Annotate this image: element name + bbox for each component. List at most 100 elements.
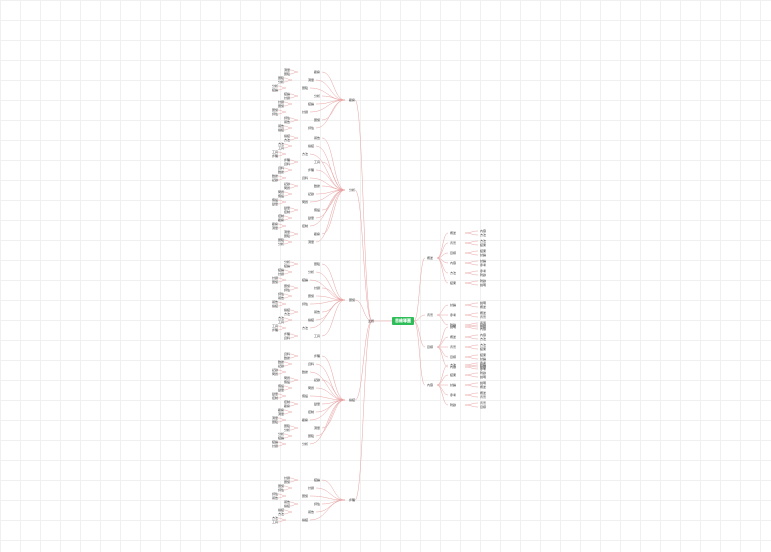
left-subleaf[interactable]: 報告 <box>271 496 278 500</box>
left-subleaf[interactable]: 實驗 <box>283 72 290 76</box>
left-leaf[interactable]: 報告 <box>313 136 320 140</box>
left-subleaf[interactable]: 步驟 <box>271 154 278 158</box>
left-leaf[interactable]: 變量 <box>313 402 320 406</box>
left-subleaf[interactable]: 實施 <box>271 280 278 284</box>
left-subleaf[interactable]: 方法 <box>271 516 278 520</box>
left-leaf[interactable]: 記錄 <box>313 378 320 382</box>
left-subleaf[interactable]: 實施 <box>283 284 290 288</box>
left-subleaf[interactable]: 報告 <box>283 120 290 124</box>
left-subleaf[interactable]: 測量 <box>283 68 290 72</box>
left-leaf[interactable]: 結論 <box>313 478 320 482</box>
left-subleaf[interactable]: 結論 <box>277 268 284 272</box>
left-leaf[interactable]: 評估 <box>313 502 320 506</box>
left-subleaf[interactable]: 結論 <box>283 92 290 96</box>
right-subleaf[interactable]: 說明 <box>480 381 487 385</box>
right-leaf[interactable]: 背景 <box>450 241 457 245</box>
left-subleaf[interactable]: 觀察 <box>271 222 278 226</box>
left-leaf[interactable]: 步驟 <box>313 354 320 358</box>
right-group-2[interactable]: 目標 <box>427 345 434 349</box>
left-subleaf[interactable]: 步驟 <box>271 328 278 332</box>
left-subleaf[interactable]: 實驗 <box>283 424 290 428</box>
left-subleaf[interactable]: 數據 <box>271 174 278 178</box>
left-subleaf[interactable]: 總結 <box>271 304 278 308</box>
left-leaf[interactable]: 數據 <box>313 184 320 188</box>
right-subleaf[interactable]: 概述 <box>480 311 487 315</box>
left-subleaf[interactable]: 控制 <box>283 400 290 404</box>
left-subleaf[interactable]: 評估 <box>277 488 284 492</box>
left-subleaf[interactable]: 結論 <box>271 440 278 444</box>
right-leaf[interactable]: 附錄 <box>450 403 457 407</box>
left-group-0[interactable]: 觀察 <box>348 98 355 102</box>
left-subleaf[interactable]: 工具 <box>271 520 278 524</box>
left-leaf[interactable]: 測量 <box>307 240 314 244</box>
left-subleaf[interactable]: 資料 <box>277 166 284 170</box>
left-subleaf[interactable]: 工具 <box>271 150 278 154</box>
left-subleaf[interactable]: 方法 <box>277 316 284 320</box>
left-leaf[interactable]: 控制 <box>301 224 308 228</box>
left-subleaf[interactable]: 結論 <box>283 264 290 268</box>
right-leaf[interactable]: 概述 <box>450 231 457 235</box>
right-subleaf[interactable]: 附錄 <box>480 273 487 277</box>
left-subleaf[interactable]: 評估 <box>283 116 290 120</box>
right-subleaf[interactable]: 內容 <box>480 333 487 337</box>
left-subleaf[interactable]: 問題 <box>283 186 290 190</box>
left-subleaf[interactable]: 分析 <box>271 84 278 88</box>
left-subleaf[interactable]: 分析 <box>277 432 284 436</box>
right-subleaf[interactable]: 概述 <box>480 305 487 309</box>
left-leaf[interactable]: 總結 <box>307 318 314 322</box>
left-leaf[interactable]: 變量 <box>307 216 314 220</box>
left-subleaf[interactable]: 工具 <box>277 320 284 324</box>
left-subleaf[interactable]: 觀察 <box>277 408 284 412</box>
left-subleaf[interactable]: 觀察 <box>277 218 284 222</box>
left-subleaf[interactable]: 實施 <box>271 108 278 112</box>
left-subleaf[interactable]: 總結 <box>283 308 290 312</box>
branch-left-main[interactable]: 主題 <box>367 319 374 323</box>
right-leaf[interactable]: 概述 <box>450 335 457 339</box>
right-subleaf[interactable]: 說明 <box>480 375 487 379</box>
left-subleaf[interactable]: 控制 <box>271 396 278 400</box>
left-subleaf[interactable]: 變量 <box>283 206 290 210</box>
root-node[interactable]: 思維導圖 <box>392 317 414 325</box>
right-leaf[interactable]: 內容 <box>450 261 457 265</box>
right-leaf[interactable]: 內容 <box>450 365 457 369</box>
left-subleaf[interactable]: 數據 <box>283 356 290 360</box>
right-leaf[interactable]: 目標 <box>450 251 457 255</box>
right-subleaf[interactable]: 參考 <box>480 263 487 267</box>
left-subleaf[interactable]: 控制 <box>283 210 290 214</box>
left-subleaf[interactable]: 計劃 <box>277 272 284 276</box>
right-subleaf[interactable]: 參考 <box>480 269 487 273</box>
right-subleaf[interactable]: 討論 <box>480 357 487 361</box>
left-subleaf[interactable]: 問題 <box>277 190 284 194</box>
left-subleaf[interactable]: 實施 <box>283 480 290 484</box>
left-leaf[interactable]: 評估 <box>307 126 314 130</box>
left-leaf[interactable]: 資料 <box>301 176 308 180</box>
left-leaf[interactable]: 計劃 <box>301 110 308 114</box>
left-leaf[interactable]: 總結 <box>307 144 314 148</box>
right-leaf[interactable]: 說明 <box>450 325 457 329</box>
right-subleaf[interactable]: 附錄 <box>480 279 487 283</box>
right-subleaf[interactable]: 討論 <box>480 253 487 257</box>
left-subleaf[interactable]: 分析 <box>283 428 290 432</box>
left-leaf[interactable]: 資料 <box>307 362 314 366</box>
right-subleaf[interactable]: 附錄 <box>480 365 487 369</box>
left-leaf[interactable]: 控制 <box>307 410 314 414</box>
left-subleaf[interactable]: 方法 <box>283 312 290 316</box>
left-subleaf[interactable]: 假設 <box>277 384 284 388</box>
right-subleaf[interactable]: 方法 <box>480 337 487 341</box>
left-subleaf[interactable]: 總結 <box>277 508 284 512</box>
left-subleaf[interactable]: 觀察 <box>283 404 290 408</box>
left-subleaf[interactable]: 工具 <box>277 146 284 150</box>
left-subleaf[interactable]: 方法 <box>283 138 290 142</box>
left-subleaf[interactable]: 總結 <box>277 128 284 132</box>
right-leaf[interactable]: 結果 <box>450 373 457 377</box>
right-subleaf[interactable]: 背景 <box>480 321 487 325</box>
left-subleaf[interactable]: 計劃 <box>277 100 284 104</box>
left-subleaf[interactable]: 記錄 <box>271 368 278 372</box>
left-leaf[interactable]: 觀察 <box>313 232 320 236</box>
left-subleaf[interactable]: 計劃 <box>271 444 278 448</box>
left-leaf[interactable]: 總結 <box>301 518 308 522</box>
right-leaf[interactable]: 參考 <box>450 393 457 397</box>
left-leaf[interactable]: 評估 <box>301 302 308 306</box>
right-subleaf[interactable]: 背景 <box>480 395 487 399</box>
right-subleaf[interactable]: 附錄 <box>480 371 487 375</box>
